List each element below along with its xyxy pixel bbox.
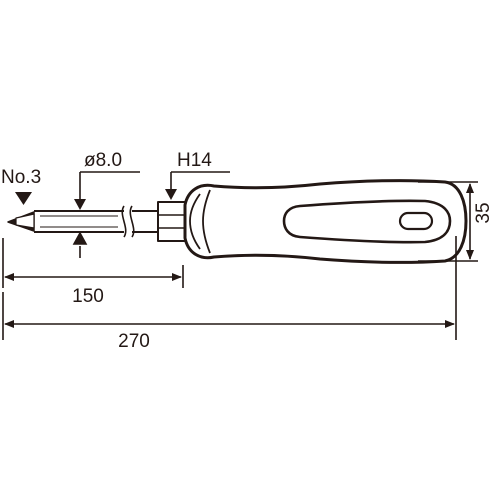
handle-outer [183,179,468,264]
diameter-arrow-top [74,199,86,210]
tip-size-label: No.3 [1,167,41,188]
shaft-diameter-label: ø8.0 [84,150,122,171]
shaft-right [132,210,158,233]
handle-diameter-extension [418,181,478,262]
hex-bolster-faces [158,214,185,229]
shaft-length-extension [2,238,184,288]
tip-size-pointer [15,192,32,205]
shaft-left [34,210,124,233]
hex-leader [170,171,230,190]
dimensions [2,171,478,340]
tip-flute [15,213,35,229]
overall-length-label: 270 [118,331,150,352]
shaft-break-marks [121,205,135,238]
diameter-leader [79,171,140,200]
handle-grip-recess [282,199,452,244]
hex-size-label: H14 [177,150,212,171]
handle-hang-hole [398,211,434,231]
hex-arrow [165,189,177,200]
shaft-length-label: 150 [72,286,104,307]
shaft-left-hatch [40,215,118,228]
diameter-arrow-bottom [72,231,88,258]
handle-diameter-label: 35 [473,202,494,223]
hex-bolster [157,201,186,242]
handle-collar-seam [189,189,211,254]
screwdriver [7,179,468,264]
overall-length-extension [2,236,457,340]
